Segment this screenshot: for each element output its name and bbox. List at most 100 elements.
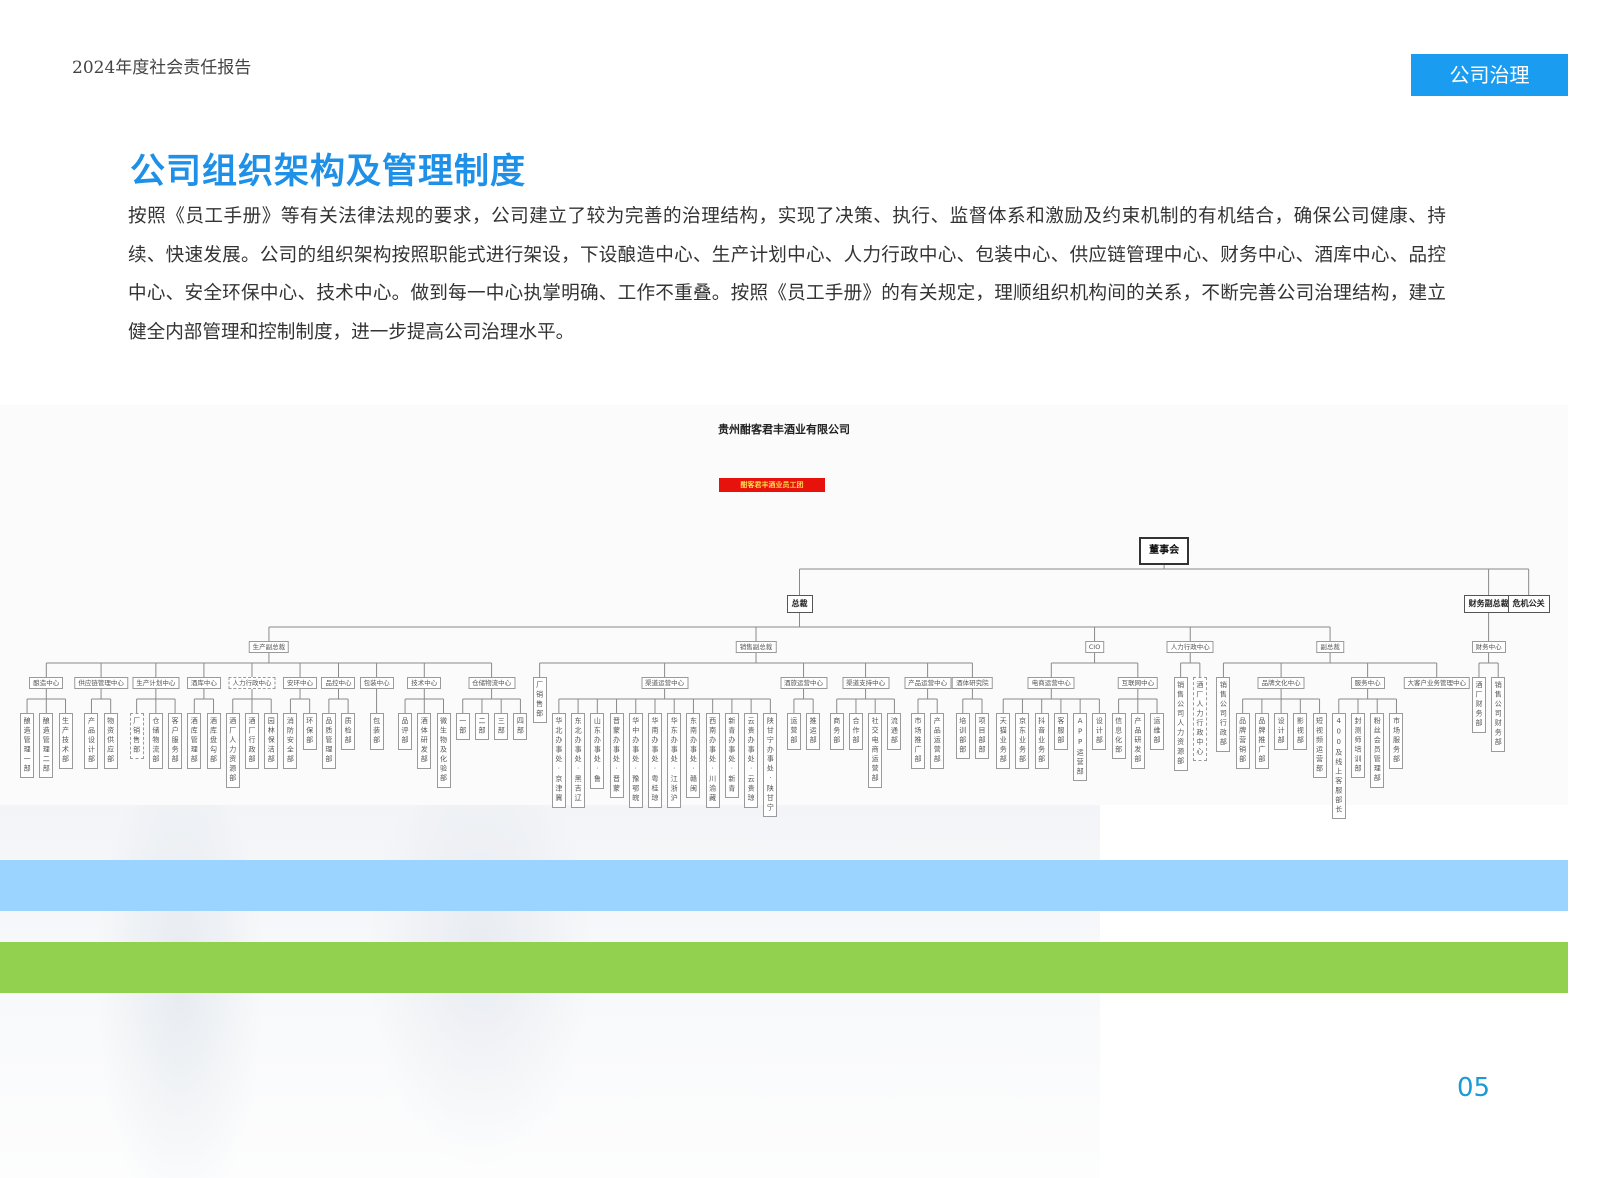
org-node: 总裁 xyxy=(786,595,813,613)
org-node: 产品运营中心 xyxy=(904,677,952,689)
org-department-leaf: 新青办事处·新青 xyxy=(724,713,739,798)
org-department-leaf: 消防安全部 xyxy=(283,713,298,769)
org-department-leaf: 封测师培训部 xyxy=(1351,713,1365,778)
org-department-leaf: 酒库盘勾部 xyxy=(206,713,221,769)
org-department-leaf: 产品设计部 xyxy=(84,713,99,769)
org-department-leaf: 酒厂人力资源部 xyxy=(225,713,240,788)
org-department-leaf: 产品运营部 xyxy=(930,713,945,769)
org-department-leaf: 社交电商运营部 xyxy=(868,713,883,788)
org-node: 仓储物流中心 xyxy=(468,677,516,689)
org-node: 服务中心 xyxy=(1350,677,1385,689)
body-paragraph: 按照《员工手册》等有关法律法规的要求，公司建立了较为完善的治理结构，实现了决策、… xyxy=(128,206,1446,343)
org-department-leaf: 销售公司财务部 xyxy=(1491,677,1506,752)
org-department-leaf: 酿造管理一部 xyxy=(20,713,35,778)
org-department-leaf: 园林保洁部 xyxy=(264,713,279,769)
org-node: 酿造中心 xyxy=(29,677,64,689)
org-department-leaf: 山东办事处·鲁 xyxy=(590,713,605,789)
org-department-leaf: 运营部 xyxy=(786,713,801,750)
org-node: 技术中心 xyxy=(407,677,442,689)
org-department-leaf: 商务部 xyxy=(829,713,844,750)
page-number: 05 xyxy=(1457,1073,1491,1103)
org-department-leaf: 华南办事处·粤桂琼 xyxy=(647,713,662,808)
page-title: 公司组织架构及管理制度 xyxy=(130,152,527,192)
org-department-leaf: 推运部 xyxy=(806,713,821,750)
org-node: 品控中心 xyxy=(321,677,356,689)
org-department-leaf: 四部 xyxy=(513,713,528,740)
org-node: 安环中心 xyxy=(283,677,318,689)
org-node: CIO xyxy=(1084,641,1105,653)
org-department-leaf: 酒厂行政部 xyxy=(244,713,259,769)
org-department-leaf: 晋蒙办事处·晋蒙 xyxy=(609,713,624,798)
org-department-leaf: 销售公司行政部 xyxy=(1216,677,1231,752)
org-node-board: 董事会 xyxy=(1139,537,1190,565)
org-department-leaf: 酒厂人力行政中心 xyxy=(1192,677,1207,761)
org-department-leaf: 客户服务部 xyxy=(168,713,183,769)
org-department-leaf: 品评部 xyxy=(398,713,413,750)
org-department-leaf: 质检部 xyxy=(341,713,356,750)
org-node: 电商运营中心 xyxy=(1027,677,1075,689)
org-department-leaf: 短视频运营部 xyxy=(1312,713,1327,778)
org-department-leaf: 一部 xyxy=(455,713,470,740)
org-department-leaf: 培训部部 xyxy=(955,713,970,759)
org-department-leaf: 厂销售部 xyxy=(129,713,144,759)
org-node: 生产计划中心 xyxy=(132,677,180,689)
decorative-stripe-green xyxy=(0,942,1568,993)
org-node: 品牌文化中心 xyxy=(1257,677,1305,689)
org-department-leaf: 设计部 xyxy=(1092,713,1107,750)
org-department-leaf: 酒体研发部 xyxy=(417,713,432,769)
org-department-leaf: 华中办事处·豫鄂皖 xyxy=(628,713,643,808)
org-node: 互联网中心 xyxy=(1117,677,1159,689)
org-node: 人力行政中心 xyxy=(1166,641,1214,653)
org-node: 生产副总裁 xyxy=(248,641,290,653)
org-department-leaf: 酒厂财务部 xyxy=(1471,677,1486,733)
org-node: 酒体研究院 xyxy=(952,677,993,689)
org-department-leaf: 厂销售部 xyxy=(532,677,547,723)
org-department-leaf: 400及线上客服部长 xyxy=(1331,713,1346,819)
org-department-leaf: 产品研发部 xyxy=(1130,713,1145,769)
report-title: 2024年度社会责任报告 xyxy=(72,58,252,78)
org-department-leaf: 仓储物流部 xyxy=(148,713,163,769)
org-department-leaf: 生产技术部 xyxy=(58,713,73,769)
org-chart: 贵州酣客君丰酒业有限公司 酣客君丰酒业员工团 董事会总裁生产副总裁酿造中心酿造管… xyxy=(0,405,1568,819)
org-node: 财务中心 xyxy=(1471,641,1506,653)
org-department-leaf: 流通部 xyxy=(887,713,902,750)
org-department-leaf: 酿造管理二部 xyxy=(39,713,54,778)
org-department-leaf: 信息化部 xyxy=(1111,713,1126,759)
org-node: 酒旅运营中心 xyxy=(780,677,828,689)
org-department-leaf: 华北办事处·京津冀 xyxy=(551,713,566,808)
org-department-leaf: 酒库管理部 xyxy=(187,713,202,769)
org-node: 酒库中心 xyxy=(186,677,221,689)
org-chart-banner: 酣客君丰酒业员工团 xyxy=(719,478,825,492)
org-department-leaf: 天猫业务部 xyxy=(996,713,1011,769)
org-node: 大客户业务管理中心 xyxy=(1403,677,1470,689)
org-department-leaf: 东南办事处·赣闽 xyxy=(686,713,701,798)
org-node: 副总裁 xyxy=(1316,641,1344,653)
decorative-stripe-blue xyxy=(0,860,1568,911)
org-department-leaf: 包装部 xyxy=(369,713,384,750)
org-department-leaf: 影视部 xyxy=(1293,713,1308,750)
org-node: 销售副总裁 xyxy=(735,641,777,653)
org-department-leaf: 粉丝会员管理部 xyxy=(1370,713,1385,788)
org-department-leaf: 品牌营销部 xyxy=(1235,713,1250,769)
org-department-leaf: 品牌推广部 xyxy=(1254,713,1269,769)
org-department-leaf: 品质管理部 xyxy=(321,713,336,769)
org-node: 渠道支持中心 xyxy=(842,677,890,689)
org-department-leaf: 市场推广部 xyxy=(910,713,925,769)
org-node: 供应链管理中心 xyxy=(74,677,128,689)
org-node: 渠道运营中心 xyxy=(641,677,689,689)
org-node: 危机公关 xyxy=(1507,595,1550,613)
org-department-leaf: 客服部 xyxy=(1053,713,1068,750)
org-chart-company-name: 贵州酣客君丰酒业有限公司 xyxy=(718,423,850,436)
org-department-leaf: 微生物及化验部 xyxy=(436,713,451,788)
org-node: 包装中心 xyxy=(359,677,394,689)
org-department-leaf: 设计部 xyxy=(1274,713,1289,750)
org-department-leaf: 云贵办事处·云贵琼 xyxy=(744,713,759,808)
org-department-leaf: 西南办事处·川渝藏 xyxy=(705,713,720,808)
org-department-leaf: 抖音业务部 xyxy=(1034,713,1049,769)
org-department-leaf: 运维部 xyxy=(1150,713,1165,750)
org-department-leaf: 陕甘宁办事处·陕甘宁 xyxy=(763,713,778,817)
org-department-leaf: 京东业务部 xyxy=(1015,713,1030,769)
org-department-leaf: 市场服务部 xyxy=(1389,713,1404,769)
section-tab: 公司治理 xyxy=(1411,54,1568,96)
org-node: 财务副总裁 xyxy=(1463,595,1514,613)
